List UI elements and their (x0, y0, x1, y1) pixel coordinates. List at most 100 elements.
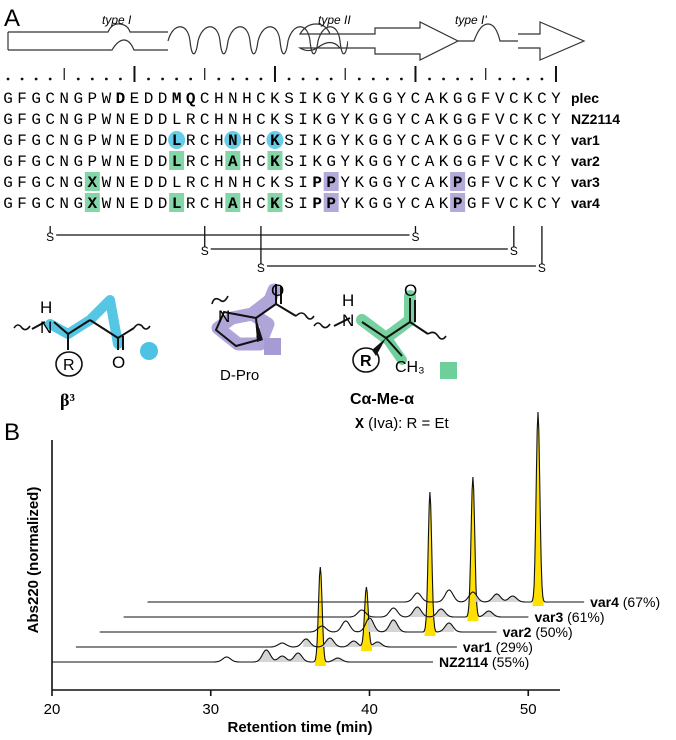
residue: G (326, 90, 336, 108)
residue: Y (397, 111, 407, 129)
beta3-structure: H N R O β³ (13, 295, 158, 410)
residue: Y (397, 195, 407, 213)
residue: A (228, 195, 238, 213)
variant-name: var1 (571, 132, 600, 148)
residue: P (453, 174, 463, 192)
disulfide-s: S (411, 230, 419, 244)
residue: K (312, 90, 322, 108)
residue: A (425, 195, 435, 213)
residue: P (326, 174, 336, 192)
residue: H (242, 111, 252, 129)
residue: G (31, 174, 41, 192)
residue: G (467, 132, 477, 150)
variant-name: var4 (571, 195, 600, 211)
residue: C (509, 195, 519, 213)
residue: V (495, 90, 505, 108)
residue: K (523, 111, 533, 129)
residue: G (369, 111, 379, 129)
residue: G (383, 90, 393, 108)
residue: F (17, 153, 27, 171)
residue: D (144, 111, 154, 129)
residue: G (73, 111, 83, 129)
residue: V (495, 195, 505, 213)
residue: H (242, 195, 252, 213)
residue: C (509, 174, 519, 192)
residue: K (439, 153, 449, 171)
cme-structure: H N O R CH₃ Cα-Me-α X (Iva): R = Et (313, 281, 457, 433)
series-label: var1 (29%) (463, 639, 533, 655)
residue: N (59, 174, 69, 192)
iva-note-text: (Iva): R = Et (364, 415, 449, 432)
residue: G (31, 153, 41, 171)
residue: C (200, 174, 210, 192)
residue: G (31, 132, 41, 150)
residue: G (326, 153, 336, 171)
residue: G (326, 132, 336, 150)
residue: G (31, 90, 41, 108)
residue: K (354, 132, 364, 150)
variant-name: NZ2114 (571, 111, 620, 127)
modification-legend: H N R O β³ N O D-Pro (13, 281, 457, 433)
beta3-highlight (224, 131, 242, 149)
residue: N (59, 153, 69, 171)
residue: D (144, 195, 154, 213)
residue: L (172, 195, 182, 213)
residue: D (144, 174, 154, 192)
residue: G (467, 90, 477, 108)
turn-label-type-i: type I (102, 13, 132, 27)
residue: Y (340, 132, 350, 150)
residue: L (172, 132, 182, 150)
residue: N (59, 132, 69, 150)
residue: C (45, 195, 55, 213)
residue: A (425, 174, 435, 192)
residue: C (200, 153, 210, 171)
residue: G (467, 174, 477, 192)
residue: L (172, 153, 182, 171)
trace-var2 (99, 491, 497, 633)
residue: X (88, 174, 98, 192)
variant-name: var2 (571, 153, 600, 169)
cme-label: Cα-Me-α (350, 391, 414, 408)
residue: G (383, 174, 393, 192)
residue: G (467, 153, 477, 171)
residue: G (467, 111, 477, 129)
residue: N (228, 111, 238, 129)
purity-region (409, 605, 497, 617)
residue: C (256, 153, 266, 171)
residue: C (45, 111, 55, 129)
trace-var3 (123, 476, 529, 618)
residue: K (523, 153, 533, 171)
residue: C (537, 132, 547, 150)
residue: X (88, 195, 98, 213)
residue: H (214, 111, 224, 129)
residue: C (509, 132, 519, 150)
residue: S (284, 111, 294, 129)
residue: K (523, 90, 533, 108)
residue: I (298, 174, 308, 192)
residue: D (158, 195, 168, 213)
residue: D (144, 153, 154, 171)
residue: K (523, 132, 533, 150)
residue: D (144, 90, 154, 108)
residue: V (495, 132, 505, 150)
x-tick-label: 20 (44, 701, 61, 718)
residue: C (45, 153, 55, 171)
residue: G (73, 195, 83, 213)
residue: K (354, 90, 364, 108)
modification-highlights (84, 131, 466, 212)
residue: W (102, 195, 112, 213)
residue: K (439, 174, 449, 192)
residue: Y (551, 132, 561, 150)
residue: H (214, 90, 224, 108)
residue: M (172, 90, 182, 108)
residue: Y (397, 90, 407, 108)
residue: R (186, 111, 196, 129)
cme-atom-n: N (342, 311, 354, 330)
trace-var1 (75, 586, 457, 648)
residue: C (537, 153, 547, 171)
residue: C (200, 132, 210, 150)
residue: G (31, 111, 41, 129)
residue: C (45, 132, 55, 150)
residue: F (17, 195, 27, 213)
residue: K (523, 195, 533, 213)
